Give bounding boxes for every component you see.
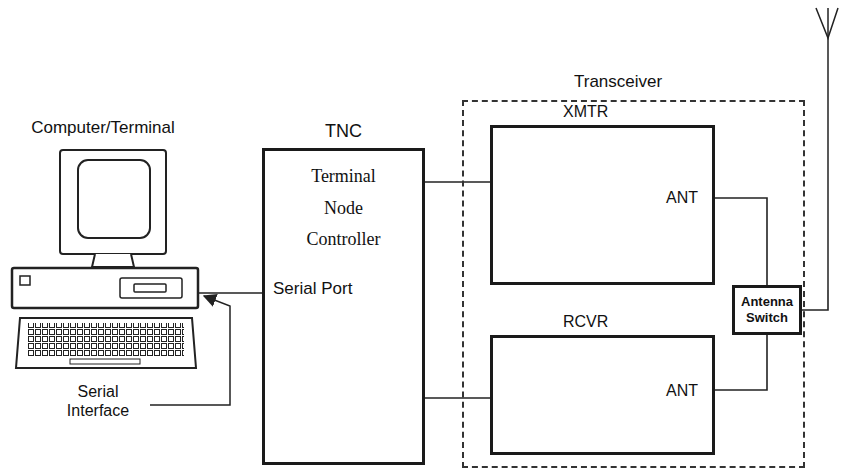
node-heading: XMTR [563,102,608,121]
node-heading: RCVR [563,312,608,331]
connector-wire [715,198,767,285]
antenna-element [816,8,838,38]
keyboard-keys [28,323,184,357]
connector-wire [425,397,490,399]
node-text: Antenna Switch [741,294,793,325]
receiver-box: RCVRANT [490,335,715,455]
antenna-symbol [816,8,838,290]
monitor-screen [78,160,150,238]
node-heading: Computer/Terminal [31,118,175,138]
node-text: Serial Port [273,279,352,299]
node-text: Terminal Node Controller [299,161,389,256]
node-heading: TNC [325,121,362,143]
antenna-switch: Antenna Switch [732,285,802,334]
system-unit [12,268,198,308]
keyboard [16,318,196,368]
antenna-feed [802,290,828,310]
power-switch [20,276,30,285]
floppy-drive [120,278,182,298]
connector-wire [715,335,767,390]
space-bar [70,359,140,364]
computer-illustration [12,150,198,368]
tnc-box: TNCTerminal Node ControllerSerial Port [262,148,425,465]
node-text: ANT [666,381,698,400]
monitor-case [60,150,166,254]
floppy-slot [134,284,166,292]
computer-terminal: Computer/Terminal [8,118,198,372]
callout-label: Serial Interface [48,382,148,420]
antenna-mast [827,8,829,290]
transceiver-group: XMTRANTRCVRANTAntenna SwitchTransceiver [462,100,805,468]
leader-line [150,296,230,405]
transmitter-box: XMTRANT [490,125,715,285]
node-heading: Transceiver [574,72,662,92]
connector-wire [198,292,262,294]
node-text: ANT [666,188,698,207]
connector-wire [425,181,490,183]
monitor-stand [92,254,134,267]
